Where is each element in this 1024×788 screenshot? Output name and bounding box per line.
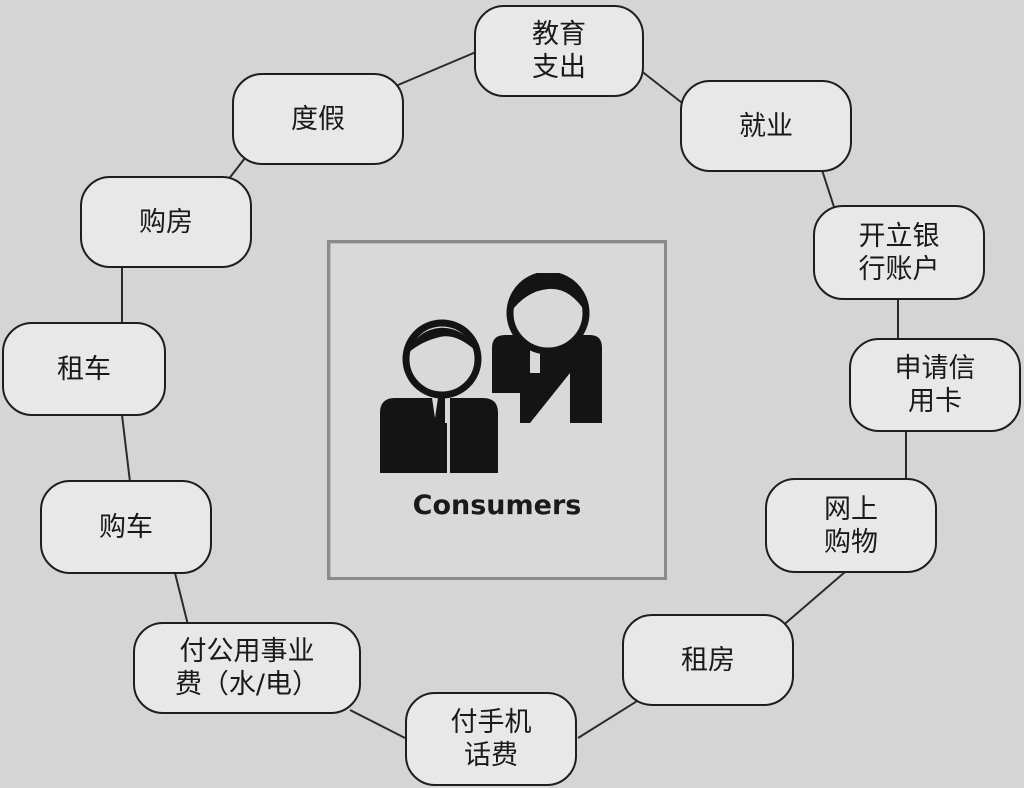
node-buy-house: 购房 [80, 176, 252, 268]
connector-buy-car-rent-car [121, 414, 131, 483]
consumers-panel: Consumers [327, 240, 667, 580]
node-rent-car: 租车 [2, 322, 166, 416]
node-rent-house: 租房 [622, 614, 794, 706]
people-icon [380, 273, 602, 473]
node-buy-car: 购车 [40, 480, 212, 574]
center-title: Consumers [412, 490, 582, 521]
node-bank-account: 开立银 行账户 [813, 205, 985, 300]
connector-vacation-education [397, 51, 477, 86]
connector-employment-bank-account [821, 169, 836, 211]
node-utilities: 付公用事业 费（水/电） [133, 622, 361, 714]
connector-utilities-buy-car [174, 572, 189, 626]
node-vacation: 度假 [232, 73, 404, 165]
node-credit-card: 申请信 用卡 [849, 338, 1021, 432]
node-online-shopping: 网上 购物 [765, 478, 937, 573]
node-phone-bill: 付手机 话费 [405, 692, 577, 786]
connector-online-shopping-rent-house [779, 571, 846, 629]
connector-buy-house-vacation [227, 157, 246, 181]
connector-rent-house-phone-bill [577, 697, 643, 739]
node-education: 教育 支出 [474, 5, 644, 97]
node-employment: 就业 [680, 80, 852, 172]
connector-phone-bill-utilities [349, 709, 406, 739]
